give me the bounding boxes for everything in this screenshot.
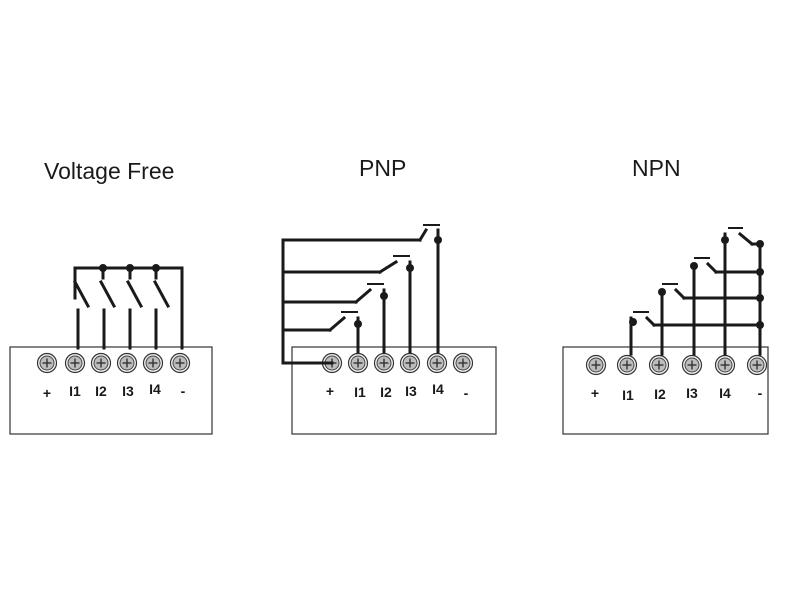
terminal-label: I2	[654, 386, 666, 402]
terminal-label: +	[591, 385, 599, 401]
pnp-sensor-wiring	[281, 224, 442, 365]
terminal-label: I1	[354, 384, 366, 400]
terminal-label: -	[464, 385, 469, 401]
terminal-label: I4	[432, 381, 444, 397]
terminal-label: -	[758, 385, 763, 401]
terminal-label: I4	[719, 385, 731, 401]
pnp-panel: + I1 I2 I3 I4 -	[281, 224, 497, 435]
terminal-label: I1	[622, 387, 634, 403]
terminal-label: I2	[380, 384, 392, 400]
npn-panel: + I1 I2 I3 I4 -	[562, 227, 769, 435]
voltage-free-panel: + I1 I2 I3 I4 -	[9, 264, 213, 435]
terminal-label: I3	[405, 383, 417, 399]
terminal-label: I3	[122, 383, 134, 399]
terminal-label: I4	[149, 381, 161, 397]
terminal-label: -	[181, 383, 186, 399]
terminal-label: +	[326, 383, 334, 399]
terminal-label: I3	[686, 385, 698, 401]
terminal-label: I2	[95, 383, 107, 399]
switch-wiring	[72, 264, 184, 350]
pnp-title: PNP	[359, 155, 407, 181]
npn-title: NPN	[632, 155, 681, 181]
terminal-label: +	[43, 385, 51, 401]
terminal-label: I1	[69, 383, 81, 399]
npn-sensor-wiring	[629, 227, 764, 356]
voltage-free-title: Voltage Free	[44, 158, 175, 184]
